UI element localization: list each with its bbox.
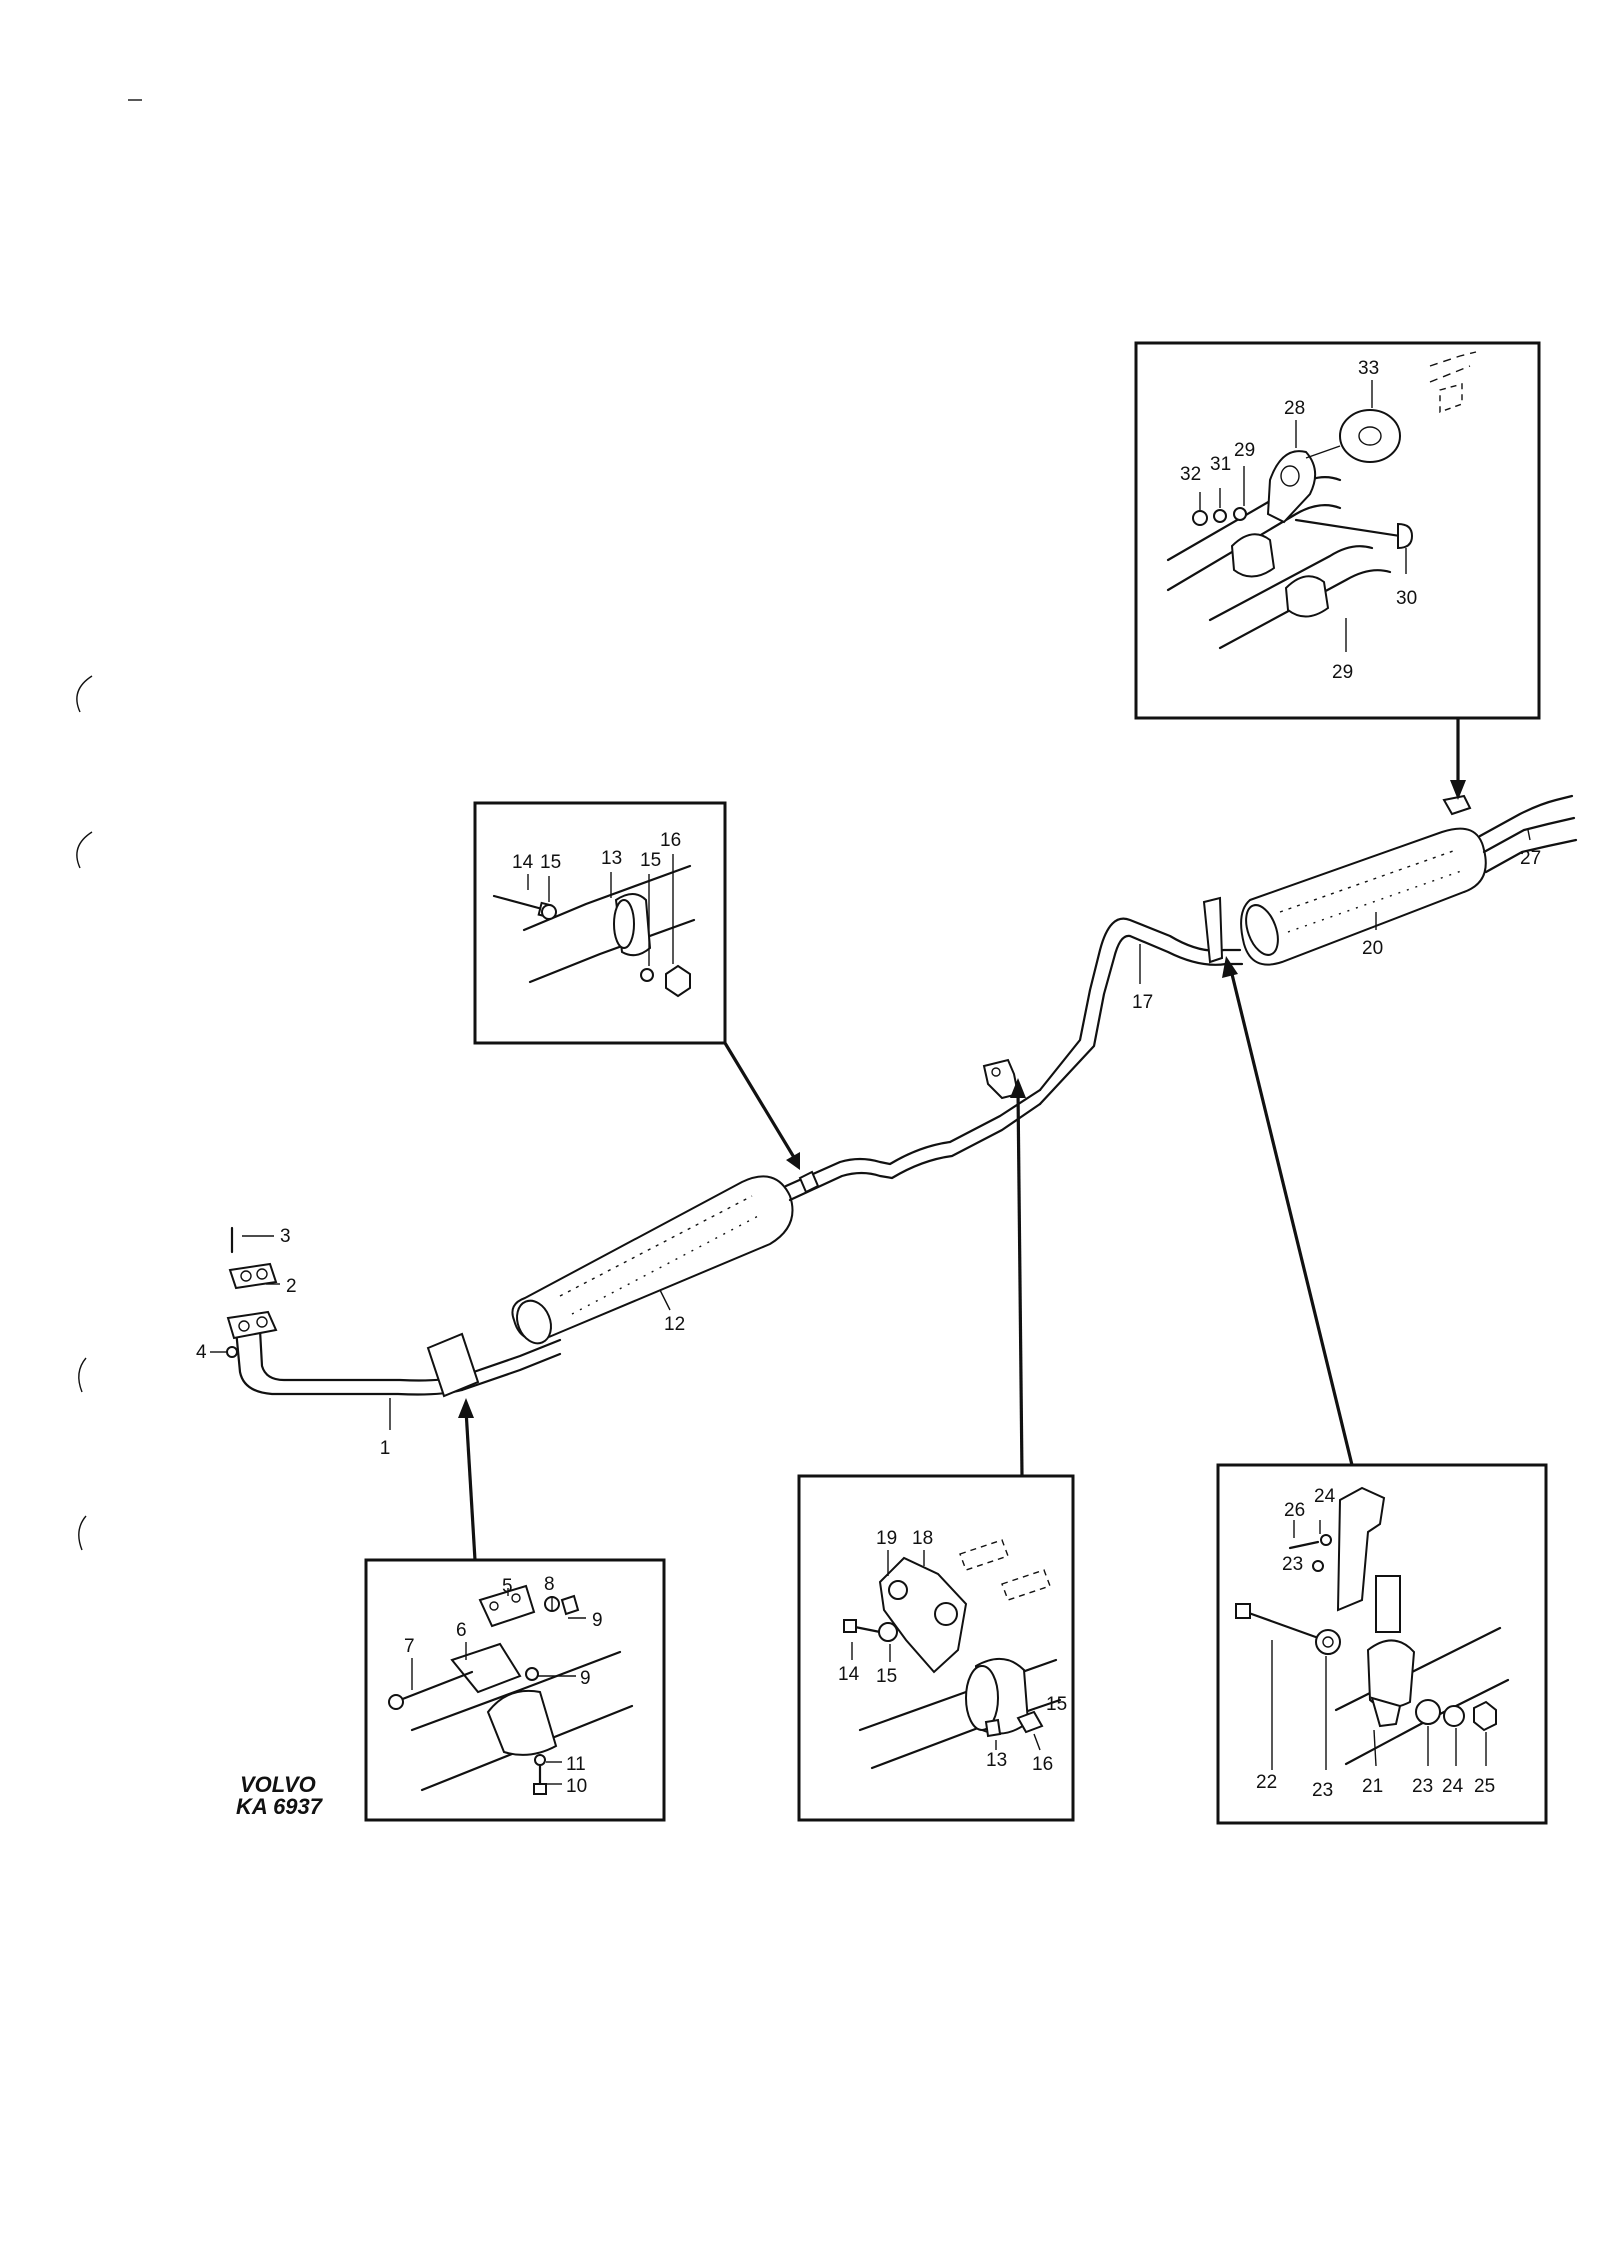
- label-23a: 23: [1282, 1554, 1303, 1575]
- label-7: 7: [404, 1636, 415, 1657]
- label-1: 1: [380, 1438, 391, 1459]
- label-14: 14: [512, 852, 534, 873]
- label-26: 26: [1284, 1500, 1305, 1521]
- detail-pipe-clamp: [473, 801, 727, 1045]
- label-22: 22: [1256, 1772, 1277, 1793]
- front-muffler: [511, 1175, 794, 1345]
- label-14m: 14: [838, 1664, 860, 1685]
- label-13: 13: [601, 848, 622, 869]
- label-9b: 9: [580, 1668, 591, 1689]
- exhaust-system: [226, 794, 1578, 1398]
- label-13m: 13: [986, 1750, 1007, 1771]
- label-15m-b: 15: [1046, 1694, 1067, 1715]
- label-20: 20: [1362, 938, 1383, 959]
- label-25: 25: [1474, 1776, 1495, 1797]
- label-24b: 24: [1442, 1776, 1464, 1797]
- label-10: 10: [566, 1776, 587, 1797]
- brand-code: KA 6937: [236, 1794, 324, 1819]
- front-pipe: [234, 1328, 464, 1396]
- label-3: 3: [280, 1226, 291, 1247]
- label-27: 27: [1520, 848, 1541, 869]
- label-29a: 29: [1234, 440, 1255, 461]
- label-23b: 23: [1312, 1780, 1333, 1801]
- label-31: 31: [1210, 454, 1231, 475]
- main-leaders: [210, 829, 1531, 1430]
- label-12: 12: [664, 1314, 685, 1335]
- label-30: 30: [1396, 588, 1417, 609]
- label-18: 18: [912, 1528, 933, 1549]
- detail-mid-hanger-labels: 13 14 15 15 16 18 19: [838, 1528, 1067, 1775]
- label-9a: 9: [592, 1610, 603, 1631]
- label-19: 19: [876, 1528, 897, 1549]
- label-8: 8: [544, 1574, 555, 1595]
- label-28: 28: [1284, 398, 1305, 419]
- detail-pointers: [458, 718, 1466, 1561]
- label-24a: 24: [1314, 1486, 1336, 1507]
- detail-front-hanger-labels: 5 6 7 8 9 9 10 11: [404, 1574, 603, 1797]
- label-15m-a: 15: [876, 1666, 897, 1687]
- margin-marks: [76, 99, 142, 1551]
- label-16: 16: [660, 830, 681, 851]
- label-21: 21: [1362, 1776, 1383, 1797]
- label-2: 2: [286, 1276, 297, 1297]
- label-17: 17: [1132, 992, 1153, 1013]
- label-5: 5: [502, 1576, 513, 1597]
- label-11: 11: [566, 1754, 586, 1775]
- detail-middle-hanger: [797, 1474, 1075, 1822]
- label-29b: 29: [1332, 662, 1353, 683]
- label-15b: 15: [640, 850, 661, 871]
- brand-name: VOLVO: [240, 1772, 316, 1797]
- label-32: 32: [1180, 464, 1201, 485]
- main-labels: 1 2 3 4 12 17 20 27: [196, 848, 1541, 1459]
- label-23c: 23: [1412, 1776, 1433, 1797]
- label-6: 6: [456, 1620, 467, 1641]
- label-16m: 16: [1032, 1754, 1053, 1775]
- detail-rubber-hanger: [1134, 341, 1541, 720]
- detail-rear-hanger-labels: 21 22 23 23 23 24 24 25 26: [1256, 1486, 1495, 1801]
- detail-rear-hanger: [1216, 1463, 1548, 1825]
- detail-clamp-labels: 13 14 15 15 16: [512, 830, 681, 873]
- label-33: 33: [1358, 358, 1379, 379]
- detail-top-right-labels: 28 29 29 30 31 32 33: [1180, 358, 1417, 683]
- label-15a: 15: [540, 852, 561, 873]
- label-4: 4: [196, 1342, 207, 1363]
- rear-muffler: [1240, 827, 1487, 966]
- detail-front-hanger: [364, 1558, 666, 1822]
- brand-mark: VOLVO KA 6937: [236, 1772, 324, 1819]
